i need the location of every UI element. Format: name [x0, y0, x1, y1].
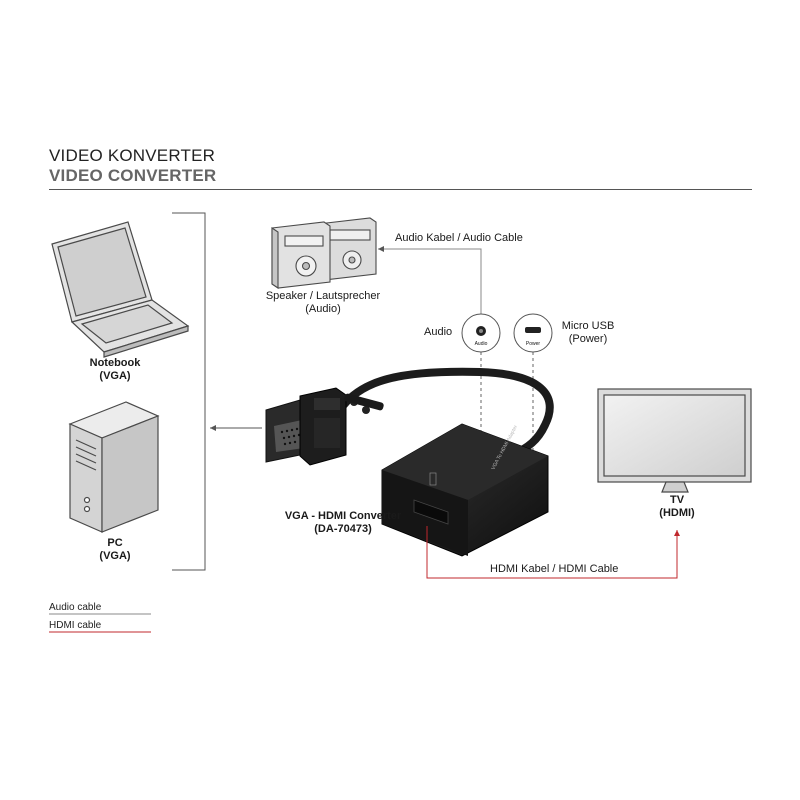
- notebook-label: Notebook (VGA): [89, 357, 141, 382]
- title-german: VIDEO KONVERTER: [49, 146, 216, 165]
- header-rule: [49, 189, 752, 190]
- converter-label: VGA - HDMI Converter (DA-70473): [284, 510, 402, 535]
- tv-icon: [597, 388, 752, 493]
- converter-body-icon: VGA To HDMI Adapter: [381, 423, 549, 557]
- tv-label: TV (HDMI): [659, 494, 695, 519]
- svg-text:Power: Power: [526, 341, 541, 347]
- legend-hdmi-text: HDMI cable: [49, 620, 102, 631]
- micro-usb-icon: Power: [513, 313, 553, 353]
- audio-cable-label: Audio Kabel / Audio Cable: [395, 232, 523, 244]
- notebook-icon: [51, 221, 190, 358]
- pc-label: PC (VGA): [99, 537, 131, 562]
- legend-audio-text: Audio cable: [49, 602, 102, 613]
- audio-cable-path: [378, 246, 482, 318]
- pc-tower-icon: [68, 401, 160, 533]
- audio-port-label: Audio: [424, 326, 453, 338]
- micro-usb-label: Micro USB (Power): [561, 320, 615, 345]
- source-bracket: [172, 212, 206, 571]
- vga-connector-icon: [265, 387, 384, 466]
- svg-text:Audio: Audio: [475, 341, 488, 347]
- hdmi-cable-path: [426, 526, 680, 579]
- audio-jack-icon: Audio: [461, 313, 501, 353]
- hdmi-cable-label: HDMI Kabel / HDMI Cable: [490, 563, 619, 575]
- speaker-icon: [271, 217, 377, 290]
- title-english: VIDEO CONVERTER: [49, 166, 217, 185]
- speaker-label: Speaker / Lautsprecher (Audio): [265, 290, 381, 315]
- converter-cable: [336, 367, 554, 459]
